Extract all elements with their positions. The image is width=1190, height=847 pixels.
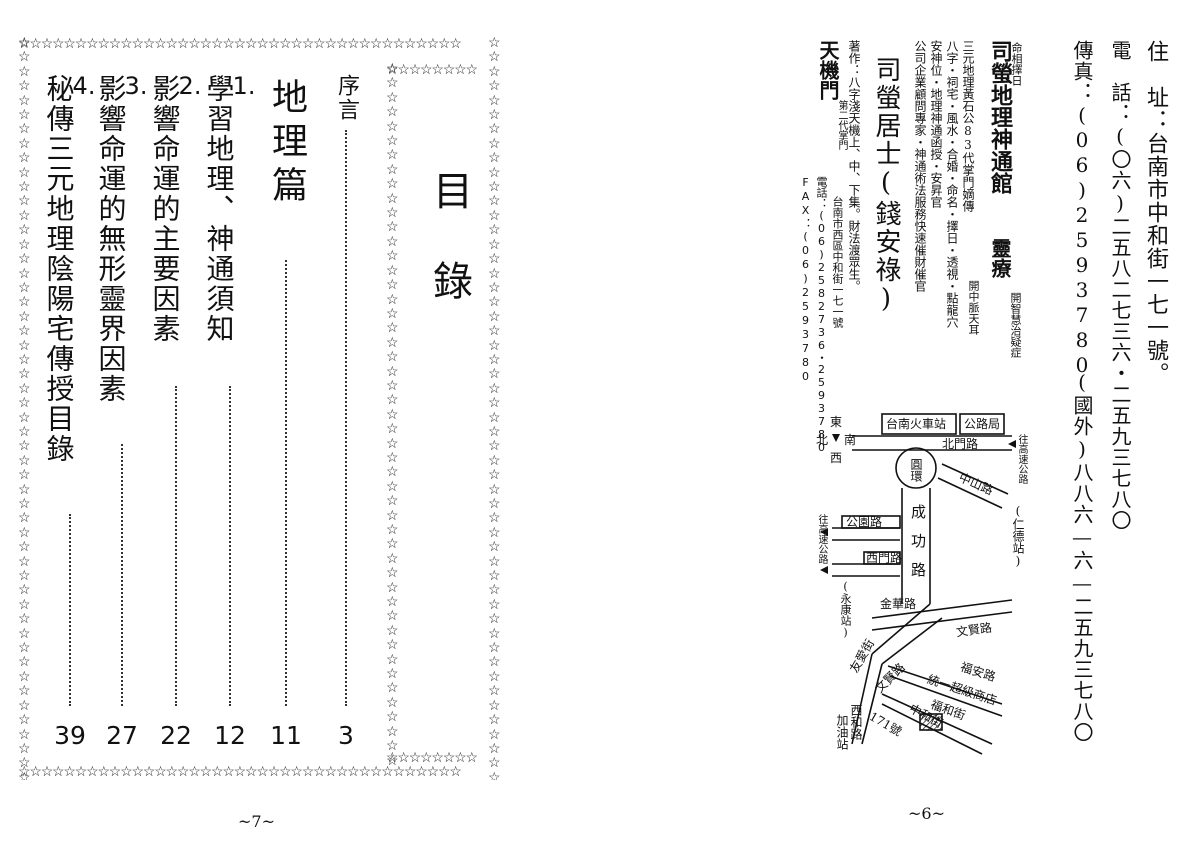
map-rende-station: (仁德站) <box>1011 504 1025 568</box>
service-line-2: 開中脈天耳 <box>967 280 980 335</box>
map-gas-station: 加油站 <box>835 714 849 750</box>
phone-label: 電 話： <box>1108 40 1132 124</box>
tel2-line: 電話：(06)2582736・2593780 <box>815 176 828 454</box>
desc-line-3: 安神位・地理神通函授・安昇官 <box>929 40 943 208</box>
desc-line-2: 八字・祠宅・風水・合婚・命名・擇日・透視・點龍穴 <box>945 40 959 328</box>
star-border-right: ☆☆☆☆☆☆☆☆☆☆☆☆☆☆☆☆☆☆☆☆☆☆☆☆☆☆☆☆☆☆☆☆☆☆☆☆☆☆☆☆… <box>488 36 501 780</box>
toc-entry-text: 影響命運的無形靈界因素 <box>94 74 128 404</box>
star-border-bottom: ☆☆☆☆☆☆☆☆☆☆☆☆☆☆☆☆☆☆☆☆☆☆☆☆☆☆☆☆☆☆☆☆☆☆☆☆☆☆☆ <box>18 764 462 780</box>
compass-east: 東 <box>830 415 843 429</box>
map-bureau-label: 公路局 <box>964 417 1001 431</box>
sect-generation: 第二代掌門 <box>836 100 847 150</box>
toc-entry-preface[interactable]: 序言 3 <box>322 74 370 750</box>
toc-leader-dots <box>285 260 287 706</box>
toc-leader-dots <box>229 386 231 706</box>
right-page-number: ~6~ <box>908 804 945 823</box>
map-destination-block <box>919 713 943 731</box>
toc-leader-dots <box>69 514 71 706</box>
toc-heading: 目錄 <box>426 170 472 350</box>
compass-diamond-icon <box>832 434 840 442</box>
toc-entry-title: 地理篇 <box>266 78 307 210</box>
toc-leader-dots <box>175 386 177 706</box>
heading-star-box: ☆☆☆☆☆☆☆☆ ☆☆☆☆☆☆☆☆ ☆☆☆☆☆☆☆☆☆☆☆☆☆☆☆☆☆☆☆☆☆☆… <box>386 62 492 766</box>
inner-star-top: ☆☆☆☆☆☆☆☆ <box>386 62 478 78</box>
arrow-left-icon <box>820 566 828 574</box>
map-roads <box>820 413 1016 755</box>
inner-star-left: ☆☆☆☆☆☆☆☆☆☆☆☆☆☆☆☆☆☆☆☆☆☆☆☆☆☆☆☆☆☆☆☆☆☆☆☆☆☆☆☆… <box>386 62 399 766</box>
toc-entry-page: 12 <box>214 721 246 750</box>
compass-west: 西 <box>830 451 843 465</box>
map-yongkang-station: (永康站) <box>839 580 852 639</box>
org-heal-label: 靈療 <box>988 238 1012 278</box>
addr2-line: 台南市西區中和街一七一號 <box>831 196 844 328</box>
fax2-line: FAX：(06)2593780 <box>799 176 812 384</box>
address-value: 台南市中和街一七一號。 <box>1143 132 1168 385</box>
fax-international: (國外)八八六—六—二五九三七八〇 <box>1070 370 1094 743</box>
map-to-highway-2: 往高速公路 <box>816 514 827 564</box>
toc-entry-4[interactable]: 4.秘傳三元地理陰陽宅傳授目錄 39 <box>42 72 96 750</box>
toc-entry-page: 27 <box>106 721 138 750</box>
address-column: 住 址：台南市中和街一七一號。 <box>1143 40 1168 385</box>
toc-leader-dots <box>345 130 347 706</box>
star-border-top: ☆☆☆☆☆☆☆☆☆☆☆☆☆☆☆☆☆☆☆☆☆☆☆☆☆☆☆☆☆☆☆☆☆☆☆☆☆☆☆ <box>18 36 462 52</box>
toc-star-border: ☆☆☆☆☆☆☆☆☆☆☆☆☆☆☆☆☆☆☆☆☆☆☆☆☆☆☆☆☆☆☆☆☆☆☆☆☆☆☆ … <box>18 36 504 780</box>
phone-column: 電 話：(〇六)二五八二七三六・二五九三七八〇 <box>1108 40 1132 531</box>
toc-entry-number: 1. <box>232 72 256 100</box>
map-gongyuan-road: 公園路 <box>846 515 883 529</box>
map-station-box <box>881 413 957 435</box>
toc-entry-page: 22 <box>160 721 192 750</box>
left-page-number: ~7~ <box>238 812 275 831</box>
address-label: 住 址： <box>1143 40 1168 132</box>
location-map: 東 北 南 西 台南火車站 公路局 北門路 往高速公路 圓環 中山路 (仁德站)… <box>812 404 1032 764</box>
map-beimen-road: 北門路 <box>942 437 979 451</box>
star-border-left: ☆☆☆☆☆☆☆☆☆☆☆☆☆☆☆☆☆☆☆☆☆☆☆☆☆☆☆☆☆☆☆☆☆☆☆☆☆☆☆☆… <box>18 36 31 780</box>
desc-line-1: 三元地理黃石公83代掌門嫡傳 <box>961 40 975 212</box>
toc-entry-number: 2. <box>178 72 202 100</box>
toc-entry-1[interactable]: 1.學習地理、神通須知 12 <box>202 72 256 750</box>
toc-entry-page: 39 <box>54 721 86 750</box>
desc-line-4: 公司企業顧問專家・神通術法服務快速催財催官 <box>913 40 927 292</box>
arrow-left-icon <box>820 528 828 536</box>
map-ximen-road: 西門路 <box>866 551 903 565</box>
org-name: 司螢地理神通館 <box>987 40 1013 194</box>
toc-entry-geography[interactable]: 地理篇 11 <box>262 74 310 750</box>
map-xihe-road: 西和路 <box>849 704 863 740</box>
toc-entry-title: 3.影響命運的無形靈界因素 <box>94 72 148 404</box>
sect-title: 天機門 <box>816 40 840 100</box>
map-bureau-box <box>959 413 1005 435</box>
toc-entry-number: 4. <box>72 72 96 100</box>
toc-entry-text: 影響命運的主要因素 <box>148 74 182 344</box>
toc-entry-title: 序言 <box>334 74 359 122</box>
toc-entry-2[interactable]: 2.影響命運的主要因素 22 <box>148 72 202 750</box>
compass-south: 南 <box>844 433 857 447</box>
fax-value: (06)2593780 <box>1070 103 1094 378</box>
arrow-right-icon <box>1008 440 1016 448</box>
inner-star-bottom: ☆☆☆☆☆☆☆☆ <box>386 750 478 766</box>
compass-north: 北 <box>816 433 829 447</box>
toc-entry-title: 1.學習地理、神通須知 <box>202 72 256 344</box>
master-name: 司螢居士(錢安祿) <box>871 56 901 316</box>
fax-label: 傳真： <box>1070 40 1094 103</box>
map-roundabout-label: 圓環 <box>909 458 923 482</box>
map-roundabout <box>895 447 937 489</box>
toc-entry-text: 秘傳三元地理陰陽宅傳授目錄 <box>42 74 76 464</box>
toc-entry-title: 4.秘傳三元地理陰陽宅傳授目錄 <box>42 72 96 464</box>
map-to-highway-1: 往高速公路 <box>1016 434 1027 484</box>
fax-column: 傳真：(06)2593780 <box>1070 40 1094 378</box>
toc-entry-page: 3 <box>338 721 354 750</box>
toc-entry-text: 學習地理、神通須知 <box>202 74 236 344</box>
toc-entry-page: 11 <box>270 721 302 750</box>
works-line: 著作：八字淺天機上、中、下集。財法渡眾生。 <box>847 40 861 292</box>
toc-entry-3[interactable]: 3.影響命運的無形靈界因素 27 <box>94 72 148 750</box>
map-jinhua-road: 金華路 <box>880 597 917 611</box>
map-chenggong-road: 成功路 <box>909 504 927 591</box>
toc-entry-number: 3. <box>124 72 148 100</box>
org-category: 命相擇日 <box>1010 42 1023 86</box>
map-station-label: 台南火車站 <box>886 417 947 431</box>
toc-leader-dots <box>121 444 123 706</box>
toc-entry-title: 2.影響命運的主要因素 <box>148 72 202 344</box>
phone-value: (〇六)二五八二七三六・二五九三七八〇 <box>1108 124 1132 531</box>
service-line-1: 開智慧治疑症 <box>1009 292 1022 358</box>
